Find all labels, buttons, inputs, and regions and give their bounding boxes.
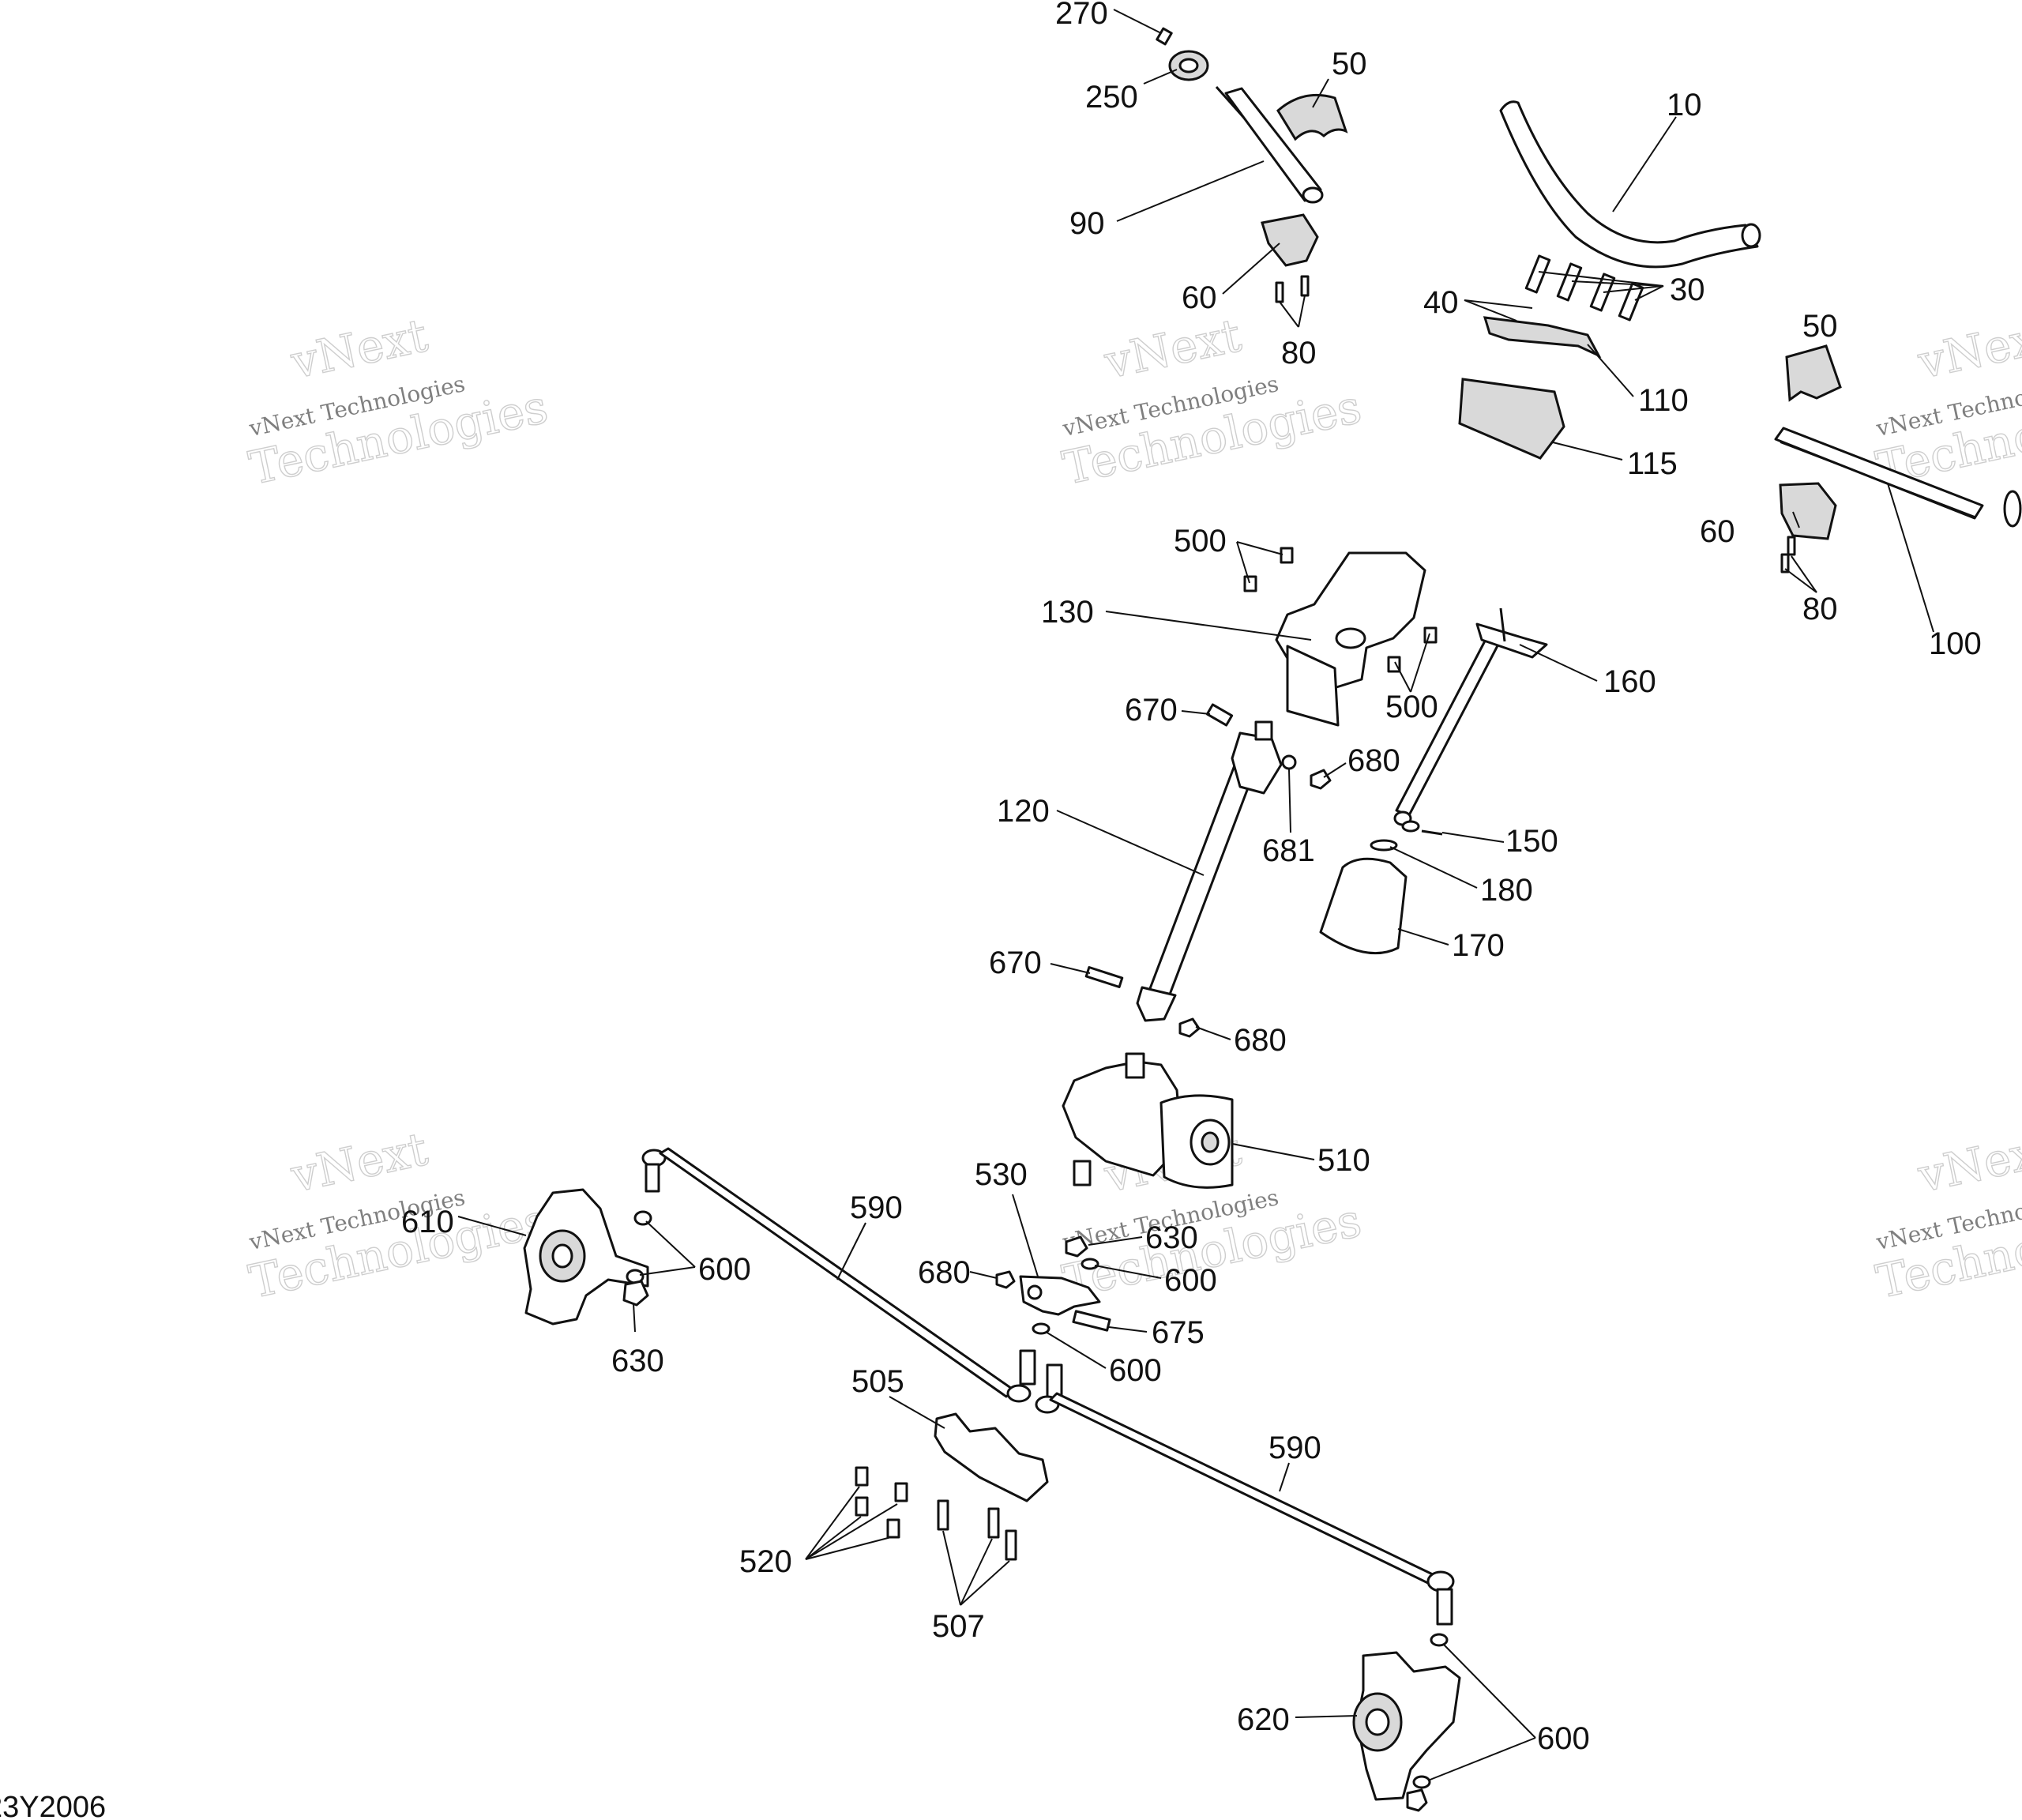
part-pins-30 xyxy=(1524,254,1644,322)
callout-label: 100 xyxy=(1929,626,1982,661)
part-intermediate-shaft-120 xyxy=(1136,720,1283,1022)
callout-label: 150 xyxy=(1505,824,1558,859)
callout-label: 620 xyxy=(1237,1702,1290,1737)
callout-label: 120 xyxy=(997,794,1050,829)
part-screws-80 xyxy=(1275,275,1310,303)
callout-label: 170 xyxy=(1452,928,1505,963)
part-clip-150 xyxy=(1421,829,1443,836)
part-washer-681 xyxy=(1281,754,1297,770)
callout-label: 600 xyxy=(1109,1353,1162,1388)
callout-label: 160 xyxy=(1603,664,1656,699)
drawing-code: 23Y2006 xyxy=(0,1791,106,1820)
part-washer-600-a xyxy=(1081,1258,1099,1270)
part-screws-500 xyxy=(1243,547,1438,673)
callout-label: 675 xyxy=(1152,1315,1205,1350)
part-clamp-plate-110 xyxy=(1483,316,1602,359)
callout-label: 530 xyxy=(975,1157,1028,1192)
part-clamp-60-right xyxy=(1779,482,1837,540)
callout-label: 500 xyxy=(1174,524,1227,558)
callout-label: 270 xyxy=(1055,0,1108,31)
watermark-line1: vNext xyxy=(286,308,432,389)
callout-label: 600 xyxy=(698,1252,751,1287)
part-nut-630-right xyxy=(1406,1788,1428,1812)
callout-label: 60 xyxy=(1700,514,1735,549)
callout-label: 250 xyxy=(1085,80,1138,115)
callout-label: 110 xyxy=(1638,383,1689,418)
watermark-line1: vNext xyxy=(1913,308,2022,389)
callout-label: 505 xyxy=(851,1364,904,1399)
part-pad-115 xyxy=(1458,378,1565,460)
part-bolts-520 xyxy=(855,1466,908,1539)
part-knuckle-610 xyxy=(523,1188,649,1326)
callout-label: 670 xyxy=(1125,693,1178,728)
callout-label: 670 xyxy=(989,946,1042,980)
part-shaft-90 xyxy=(1215,86,1324,204)
part-clamp-60 xyxy=(1261,213,1319,267)
watermark-line1: vNext xyxy=(1913,1122,2022,1203)
callout-label: 30 xyxy=(1670,273,1705,307)
callout-label: 130 xyxy=(1041,595,1094,630)
part-washer-600-right xyxy=(1412,1633,1449,1789)
callout-label: 590 xyxy=(850,1190,903,1225)
callout-label: 590 xyxy=(1268,1431,1321,1465)
callout-label: 40 xyxy=(1423,285,1459,320)
part-cover-50-right xyxy=(1785,344,1842,402)
watermark-line1: vNext xyxy=(286,1122,432,1203)
callout-label: 630 xyxy=(1145,1220,1198,1255)
parts-illustration xyxy=(523,27,2022,1812)
part-cover-50 xyxy=(1276,93,1348,141)
callout-label: 60 xyxy=(1182,280,1217,315)
part-screw-270 xyxy=(1156,27,1173,46)
part-pitman-arm-530 xyxy=(1019,1275,1101,1316)
callout-label: 80 xyxy=(1802,592,1838,626)
callout-label: 600 xyxy=(1537,1721,1590,1756)
callout-label: 10 xyxy=(1667,88,1702,122)
part-handlebar-10 xyxy=(1499,100,1761,269)
callout-label: 500 xyxy=(1385,690,1438,724)
part-knuckle-620 xyxy=(1352,1651,1461,1801)
callout-label: 680 xyxy=(918,1255,971,1290)
part-bolt-670-bottom xyxy=(1084,965,1124,989)
callout-label: 680 xyxy=(1347,743,1400,778)
part-power-steering-510 xyxy=(1062,1052,1234,1189)
watermark-line1: vNext xyxy=(1099,308,1246,389)
part-tie-rod-590-right xyxy=(1019,1349,1455,1626)
callout-label: 630 xyxy=(611,1344,664,1378)
part-nut-630 xyxy=(1065,1235,1088,1258)
callout-label: 600 xyxy=(1164,1263,1217,1298)
callout-label: 115 xyxy=(1627,446,1678,481)
part-nut-680-arm xyxy=(995,1270,1016,1289)
callout-label: 90 xyxy=(1069,206,1105,241)
part-bolt-675 xyxy=(1072,1310,1111,1332)
part-bracket-505 xyxy=(934,1412,1049,1502)
part-shaft-100 xyxy=(1774,427,2022,528)
callout-label: 610 xyxy=(401,1205,454,1239)
part-nut-680 xyxy=(1310,769,1332,790)
callout-label: 680 xyxy=(1234,1023,1287,1058)
callout-label: 520 xyxy=(739,1544,792,1579)
callout-label: 80 xyxy=(1281,336,1317,370)
callout-label: 180 xyxy=(1480,873,1533,908)
part-tie-rod-590-left xyxy=(641,1147,1032,1403)
part-screws-80-right xyxy=(1780,536,1796,573)
part-bolts-507 xyxy=(937,1499,1017,1561)
part-washer-600-b xyxy=(1032,1322,1050,1335)
part-nut-680-bottom xyxy=(1178,1017,1201,1038)
part-bearing-250 xyxy=(1168,50,1209,81)
callout-label: 510 xyxy=(1317,1143,1370,1178)
callout-label: 681 xyxy=(1262,833,1315,868)
callout-label: 507 xyxy=(932,1609,985,1644)
callout-label: 50 xyxy=(1332,47,1367,81)
callout-label: 50 xyxy=(1802,309,1838,344)
part-steering-support-130 xyxy=(1275,551,1426,727)
leader-lines xyxy=(457,9,1934,1781)
callout-labels: 270 250 50 10 90 30 40 60 80 110 115 50 … xyxy=(401,0,1982,1756)
part-boot-170 xyxy=(1319,857,1408,955)
part-bolt-670 xyxy=(1205,703,1234,727)
part-nut-630-left xyxy=(622,1280,649,1307)
